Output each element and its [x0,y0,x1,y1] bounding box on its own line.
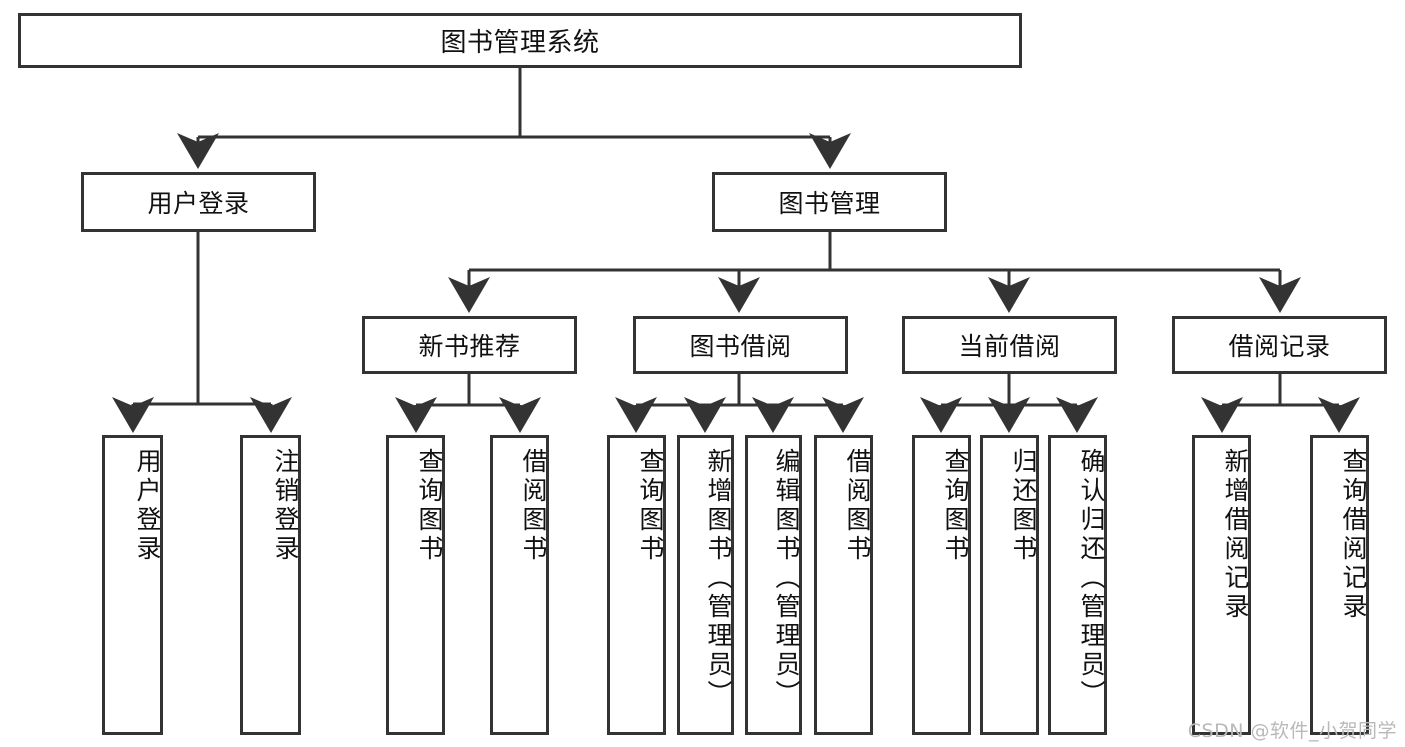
leaf-label: 归还图书 [1009,448,1038,564]
watermark: CSDN @软件_小贺同学 [1187,720,1397,742]
node-book-borrow[interactable]: 图书借阅 [633,316,848,374]
leaf-label: 查询借阅记录 [1339,448,1368,622]
leaf-label: 新增借阅记录 [1221,448,1250,622]
leaf-borrow-add-book[interactable]: 新增图书（管理员） [677,435,734,735]
node-user-login-label: 用户登录 [147,189,250,218]
node-borrow-record-label: 借阅记录 [1228,332,1331,361]
leaf-current-confirm-return[interactable]: 确认归还（管理员） [1048,435,1107,735]
leaf-label: 用户登录 [133,448,162,564]
node-root[interactable]: 图书管理系统 [18,13,1022,68]
node-book-management-label: 图书管理 [778,189,881,218]
node-book-borrow-label: 图书借阅 [689,332,792,361]
node-new-book-recommend-label: 新书推荐 [418,332,521,361]
leaf-label: 查询图书 [636,448,665,564]
leaf-label: 注销登录 [271,448,300,564]
leaf-label: 确认归还（管理员） [1077,448,1106,709]
leaf-new-book-borrow[interactable]: 借阅图书 [490,435,549,735]
leaf-new-book-query[interactable]: 查询图书 [386,435,445,735]
node-current-borrow[interactable]: 当前借阅 [902,316,1117,374]
leaf-borrow-query-book[interactable]: 查询图书 [607,435,666,735]
leaf-record-query-record[interactable]: 查询借阅记录 [1310,435,1369,735]
leaf-label: 新增图书（管理员） [704,448,733,709]
node-user-login[interactable]: 用户登录 [81,172,316,232]
node-book-management[interactable]: 图书管理 [712,172,947,232]
leaf-borrow-borrow-book[interactable]: 借阅图书 [814,435,873,735]
leaf-label: 借阅图书 [843,448,872,564]
leaf-user-login-login[interactable]: 用户登录 [102,435,163,735]
node-root-label: 图书管理系统 [440,28,600,58]
leaf-record-add-record[interactable]: 新增借阅记录 [1192,435,1251,735]
node-borrow-record[interactable]: 借阅记录 [1172,316,1387,374]
leaf-label: 查询图书 [941,448,970,564]
leaf-user-login-logout[interactable]: 注销登录 [240,435,301,735]
leaf-current-query-book[interactable]: 查询图书 [912,435,971,735]
node-new-book-recommend[interactable]: 新书推荐 [362,316,577,374]
node-current-borrow-label: 当前借阅 [958,332,1061,361]
leaf-current-return-book[interactable]: 归还图书 [980,435,1039,735]
leaf-borrow-edit-book[interactable]: 编辑图书（管理员） [745,435,802,735]
leaf-label: 编辑图书（管理员） [772,448,801,709]
leaf-label: 借阅图书 [519,448,548,564]
leaf-label: 查询图书 [415,448,444,564]
